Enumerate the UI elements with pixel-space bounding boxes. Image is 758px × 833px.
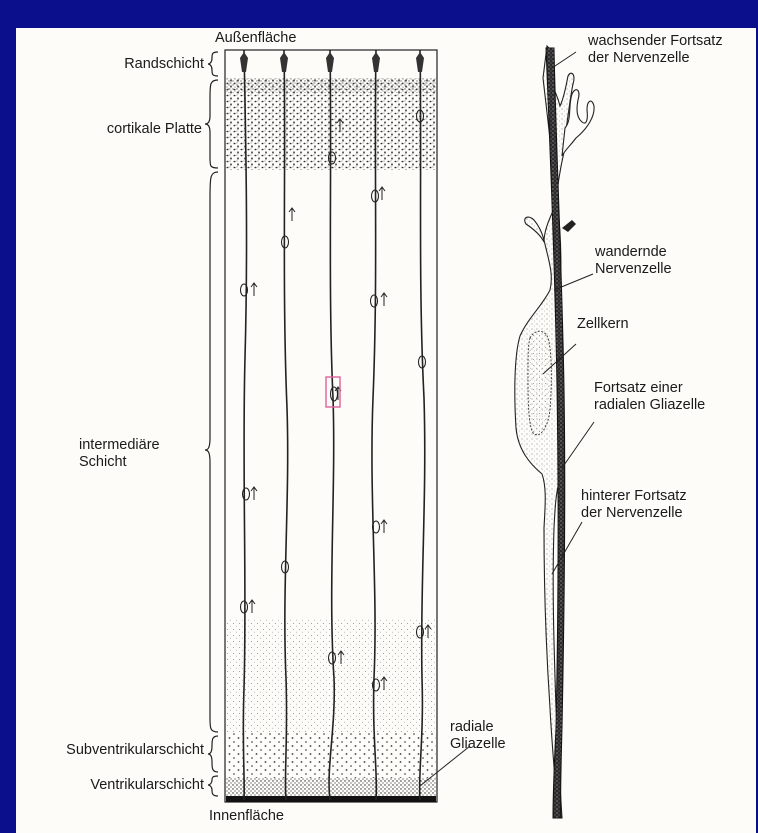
brace-randschicht: [208, 52, 218, 76]
pointer-rear-process: [552, 522, 582, 574]
pointer-growing-process: [552, 52, 576, 68]
layer-label-intermediaere-schicht: intermediäre Schicht: [79, 437, 199, 471]
diagram-artwork: [16, 28, 756, 833]
migrating-neuron-body: [515, 46, 577, 818]
layer-label-cortikale-platte: cortikale Platte: [107, 121, 202, 138]
layer-braces: [205, 52, 218, 796]
brace-subventrikularschicht: [208, 736, 218, 772]
diagram-canvas: Außenfläche Innenfläche Randschicht cort…: [16, 28, 756, 833]
pointer-glia-process: [562, 422, 594, 468]
layer-label-randschicht: Randschicht: [124, 56, 204, 73]
radial-glia-label: radiale Gliazelle: [450, 719, 520, 753]
outer-surface-label: Außenfläche: [215, 30, 296, 47]
inner-surface-label: Innenfläche: [209, 808, 284, 825]
glia-process-label: Fortsatz einer radialen Gliazelle: [594, 380, 705, 414]
layer-label-subventrikularschicht: Subventrikularschicht: [66, 742, 204, 759]
brace-ventrikularschicht: [208, 776, 218, 796]
layer-label-ventrikularschicht: Ventrikularschicht: [90, 777, 204, 794]
migrating-neuron-label: wandernde Nervenzelle: [595, 244, 672, 278]
rear-process-label: hinterer Fortsatz der Nervenzelle: [581, 488, 687, 522]
neuron-detail-figure: [515, 46, 594, 818]
nucleus-label: Zellkern: [577, 316, 629, 333]
growing-process-label: wachsender Fortsatz der Nervenzelle: [588, 33, 723, 67]
brace-intermediaere-schicht: [205, 172, 218, 732]
brace-cortikale-platte: [205, 80, 218, 168]
nucleus: [528, 331, 551, 435]
